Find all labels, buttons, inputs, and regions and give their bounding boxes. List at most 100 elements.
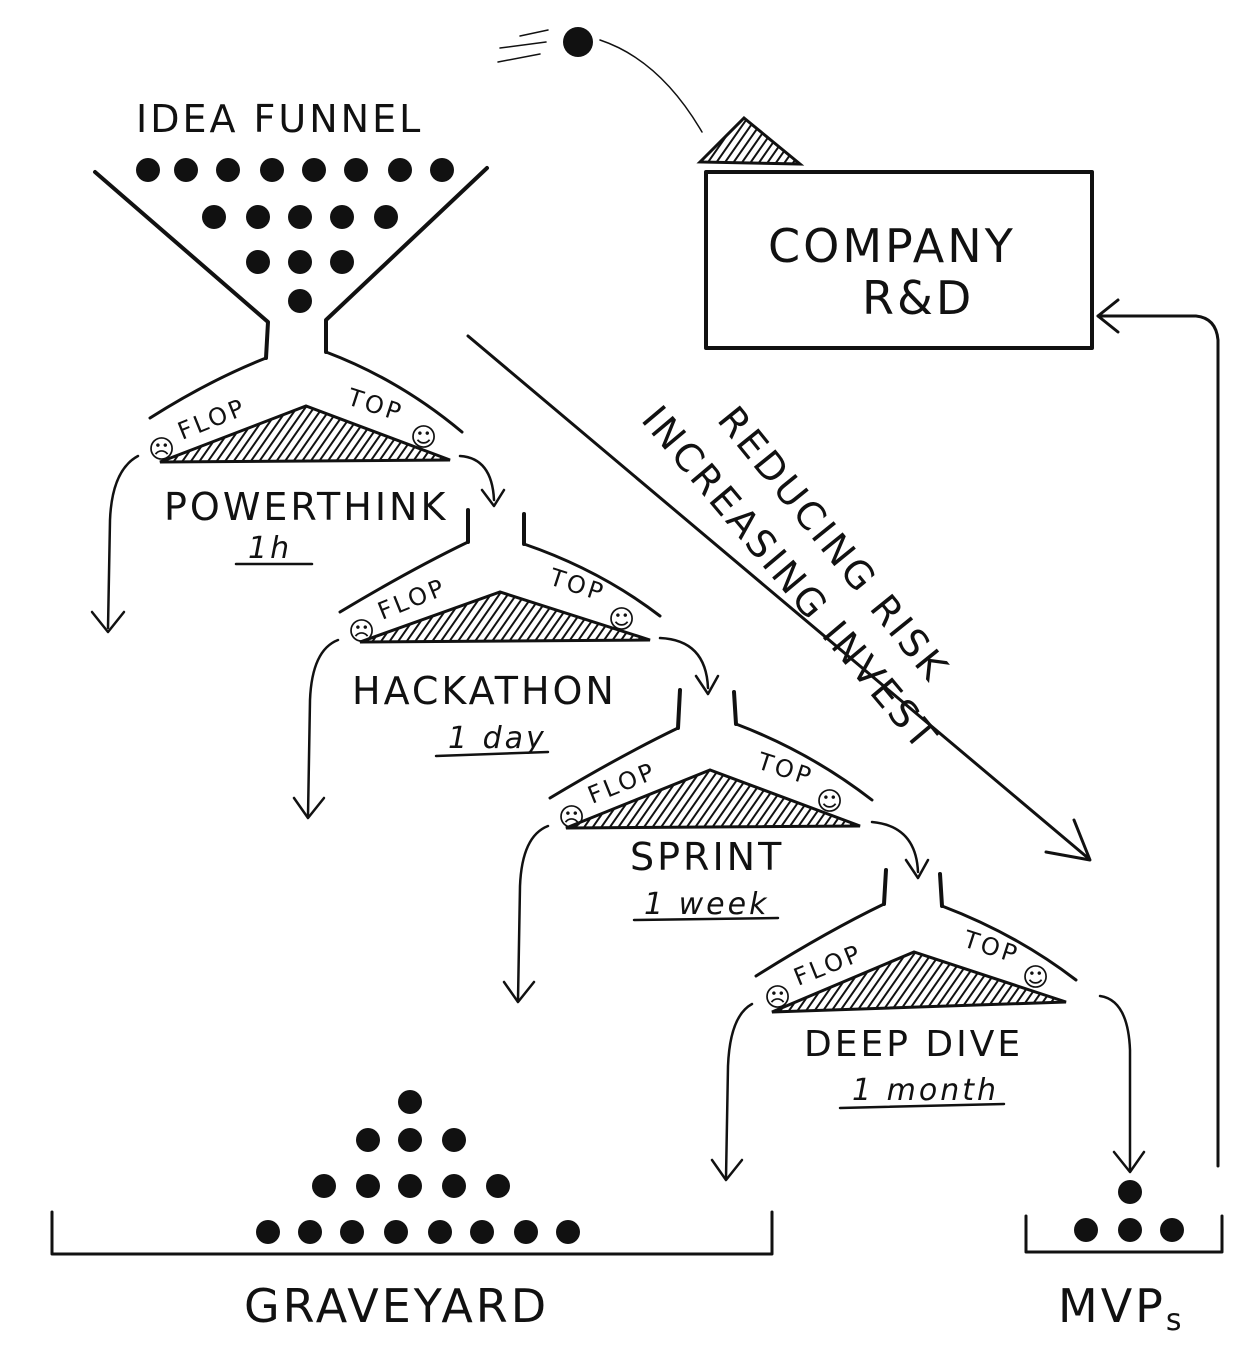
- flop-top-scale: [565, 768, 861, 830]
- funnel-ideas: [136, 158, 454, 313]
- idea-dot: [260, 158, 284, 182]
- dead-idea-dot: [298, 1220, 322, 1244]
- flop-arrowhead: [502, 980, 536, 1004]
- top-label: TOP: [753, 747, 817, 792]
- feedback-arrow: [1096, 314, 1220, 1168]
- dead-idea-dot: [470, 1220, 494, 1244]
- sad-face-icon: ☹: [348, 617, 378, 647]
- dead-idea-dot: [340, 1220, 364, 1244]
- sad-face-icon: ☹: [558, 803, 588, 833]
- top-arrow: [458, 454, 496, 502]
- top-label: TOP: [545, 563, 609, 608]
- dead-idea-dot: [384, 1220, 408, 1244]
- stage-name: POWERTHINK: [164, 485, 448, 529]
- top-arrowhead: [904, 858, 930, 880]
- idea-dot: [288, 205, 312, 229]
- funnel-title: IDEA FUNNEL: [136, 97, 423, 141]
- idea-dot: [216, 158, 240, 182]
- sad-face-icon: ☹: [148, 435, 178, 465]
- flop-top-scale: [359, 590, 651, 644]
- funnel-outline: [93, 166, 489, 360]
- mvps-tray: [1024, 1214, 1224, 1254]
- company-dept: R&D: [862, 271, 974, 325]
- feedback-arrowhead: [1096, 298, 1120, 334]
- company-rd: COMPANY R&D: [497, 27, 1220, 1168]
- dead-idea-dot: [514, 1220, 538, 1244]
- top-label: TOP: [959, 925, 1023, 970]
- mvp-dot: [1074, 1218, 1098, 1242]
- top-arrowhead: [694, 674, 720, 696]
- idea-dot: [202, 205, 226, 229]
- stage-duration: 1 month: [852, 1073, 999, 1108]
- smile-face-icon: ☺: [1022, 963, 1052, 993]
- flying-idea-dot: [563, 27, 593, 57]
- idea-dot: [288, 250, 312, 274]
- stage-duration: 1 week: [644, 887, 769, 922]
- dead-idea-dot: [256, 1220, 280, 1244]
- idea-dot: [374, 205, 398, 229]
- stage-duration: 1 day: [448, 721, 547, 756]
- mvp-dot: [1118, 1218, 1142, 1242]
- stage-name: SPRINT: [630, 835, 784, 879]
- dead-idea-dot: [398, 1174, 422, 1198]
- flop-arrow: [306, 638, 340, 818]
- flop-arrowhead: [710, 1158, 744, 1182]
- dead-idea-dot: [428, 1220, 452, 1244]
- mvp-dot: [1118, 1180, 1142, 1204]
- idea-dot: [302, 158, 326, 182]
- dead-idea-dot: [356, 1128, 380, 1152]
- dead-idea-dot: [556, 1220, 580, 1244]
- graveyard-tray: [50, 1210, 774, 1256]
- top-arrow: [1098, 994, 1132, 1172]
- dead-idea-dot: [398, 1090, 422, 1114]
- stage-hackathon: ☹ FLOP TOP ☺ HACKATHON 1 day: [292, 508, 720, 820]
- company-box: [704, 170, 1094, 350]
- stage-duration: 1h: [248, 531, 292, 566]
- idea-dot: [288, 289, 312, 313]
- flop-arrow: [724, 1002, 754, 1180]
- idea-dot: [430, 158, 454, 182]
- mvps-label-sub: s: [1166, 1303, 1185, 1338]
- stage-sprint: ☹ FLOP TOP ☺ SPRINT 1 week: [502, 688, 930, 1004]
- smile-face-icon: ☺: [816, 787, 846, 817]
- diagonal-arrow: [466, 334, 1090, 860]
- flop-top-scale: [771, 950, 1067, 1014]
- top-arrowhead: [480, 488, 506, 508]
- idea-dot: [174, 158, 198, 182]
- top-label: TOP: [343, 383, 407, 428]
- dead-idea-dot: [398, 1128, 422, 1152]
- duration-underline: [838, 1102, 1006, 1110]
- duration-underline: [632, 916, 780, 922]
- idea-dot: [246, 250, 270, 274]
- motion-lines-icon: [497, 29, 549, 63]
- smile-face-icon: ☺: [410, 423, 440, 453]
- idea-dot: [330, 250, 354, 274]
- graveyard-label: GRAVEYARD: [244, 1279, 549, 1333]
- trajectory-line: [599, 39, 703, 133]
- stage-deep-dive: ☹ FLOP TOP ☺ DEEP DIVE 1 month: [710, 868, 1146, 1182]
- top-arrow: [658, 636, 710, 690]
- idea-dot: [344, 158, 368, 182]
- flop-arrow: [516, 824, 550, 1002]
- mvps-label: MVPs: [1058, 1279, 1185, 1338]
- idea-dot: [246, 205, 270, 229]
- idea-funnel: IDEA FUNNEL: [93, 97, 489, 360]
- idea-dot: [330, 205, 354, 229]
- graveyard: GRAVEYARD: [50, 1090, 774, 1333]
- mvps: MVPs: [1024, 1180, 1224, 1338]
- company-roof: [696, 115, 805, 166]
- flop-arrow: [106, 454, 140, 630]
- smile-face-icon: ☺: [608, 605, 638, 635]
- duration-underline: [434, 750, 550, 758]
- mvp-dot: [1160, 1218, 1184, 1242]
- dead-idea-dot: [442, 1128, 466, 1152]
- stage-name: DEEP DIVE: [804, 1024, 1023, 1065]
- company-name: COMPANY: [768, 219, 1016, 273]
- stage-name: HACKATHON: [352, 669, 617, 713]
- flop-top-scale: [159, 404, 451, 464]
- dead-idea-dot: [442, 1174, 466, 1198]
- dead-idea-dot: [356, 1174, 380, 1198]
- idea-dot: [388, 158, 412, 182]
- sad-face-icon: ☹: [764, 983, 794, 1013]
